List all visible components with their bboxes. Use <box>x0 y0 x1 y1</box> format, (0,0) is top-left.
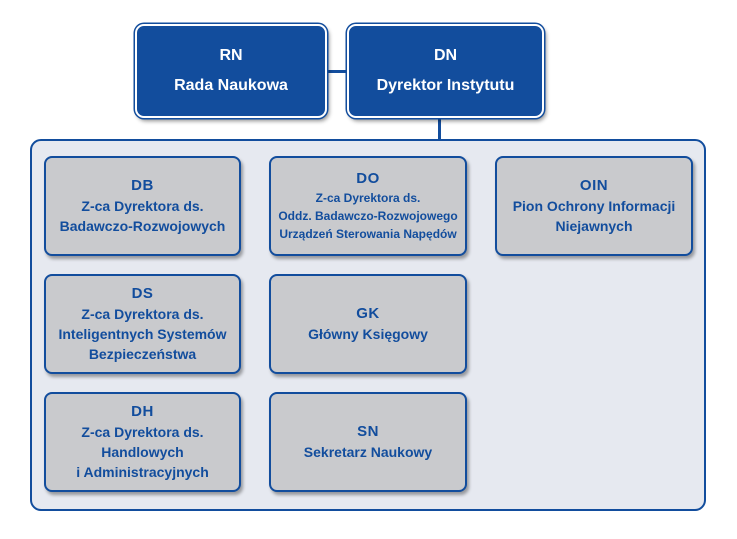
do-name-line-1: Z-ca Dyrektora ds. <box>315 191 421 205</box>
oin-name-line-1: Pion Ochrony Informacji <box>512 198 676 214</box>
dh-name-line-2: Handlowych <box>101 444 184 460</box>
ds-name-line-1: Z-ca Dyrektora ds. <box>81 306 204 322</box>
ds-name-line-3: Bezpieczeństwa <box>88 346 197 362</box>
do-name-line-2: Oddz. Badawczo-Rozwojowego <box>278 209 458 223</box>
do-name-line-3: Urządzeń Sterowania Napędów <box>279 227 457 241</box>
unit-oin-box: OIN Pion Ochrony Informacji Niejawnych <box>495 156 693 256</box>
connector-dn-panel <box>438 118 441 141</box>
oin-name-line-2: Niejawnych <box>555 218 633 234</box>
sn-name-line-1: Sekretarz Naukowy <box>303 444 433 460</box>
db-name-line-1: Z-ca Dyrektora ds. <box>81 198 204 214</box>
unit-gk-box: GK Główny Księgowy <box>269 274 467 374</box>
rn-name: Rada Naukowa <box>174 77 288 94</box>
gk-code: GK <box>356 305 380 322</box>
dn-code: DN <box>433 47 458 64</box>
dh-name-line-3: i Administracyjnych <box>76 464 209 480</box>
dh-name-line-1: Z-ca Dyrektora ds. <box>81 424 204 440</box>
unit-db-box: DB Z-ca Dyrektora ds. Badawczo-Rozwojowy… <box>44 156 241 256</box>
unit-sn-box: SN Sekretarz Naukowy <box>269 392 467 492</box>
dh-code: DH <box>131 403 154 420</box>
oin-code: OIN <box>579 177 609 194</box>
dn-name: Dyrektor Instytutu <box>376 77 515 94</box>
rada-naukowa-box: RN Rada Naukowa <box>135 24 327 118</box>
ds-code: DS <box>131 285 154 302</box>
db-name-line-2: Badawczo-Rozwojowych <box>59 218 226 234</box>
db-code: DB <box>131 177 154 194</box>
gk-name-line-1: Główny Księgowy <box>308 326 428 342</box>
dyrektor-instytutu-box: DN Dyrektor Instytutu <box>347 24 544 118</box>
unit-ds-box: DS Z-ca Dyrektora ds. Inteligentnych Sys… <box>44 274 241 374</box>
sn-code: SN <box>357 423 379 440</box>
rn-code: RN <box>219 47 243 64</box>
connector-rn-dn <box>327 70 347 73</box>
ds-name-line-2: Inteligentnych Systemów <box>58 326 227 342</box>
unit-do-box: DO Z-ca Dyrektora ds. Oddz. Badawczo-Roz… <box>269 156 467 256</box>
do-code: DO <box>356 170 380 187</box>
unit-dh-box: DH Z-ca Dyrektora ds. Handlowych i Admin… <box>44 392 241 492</box>
